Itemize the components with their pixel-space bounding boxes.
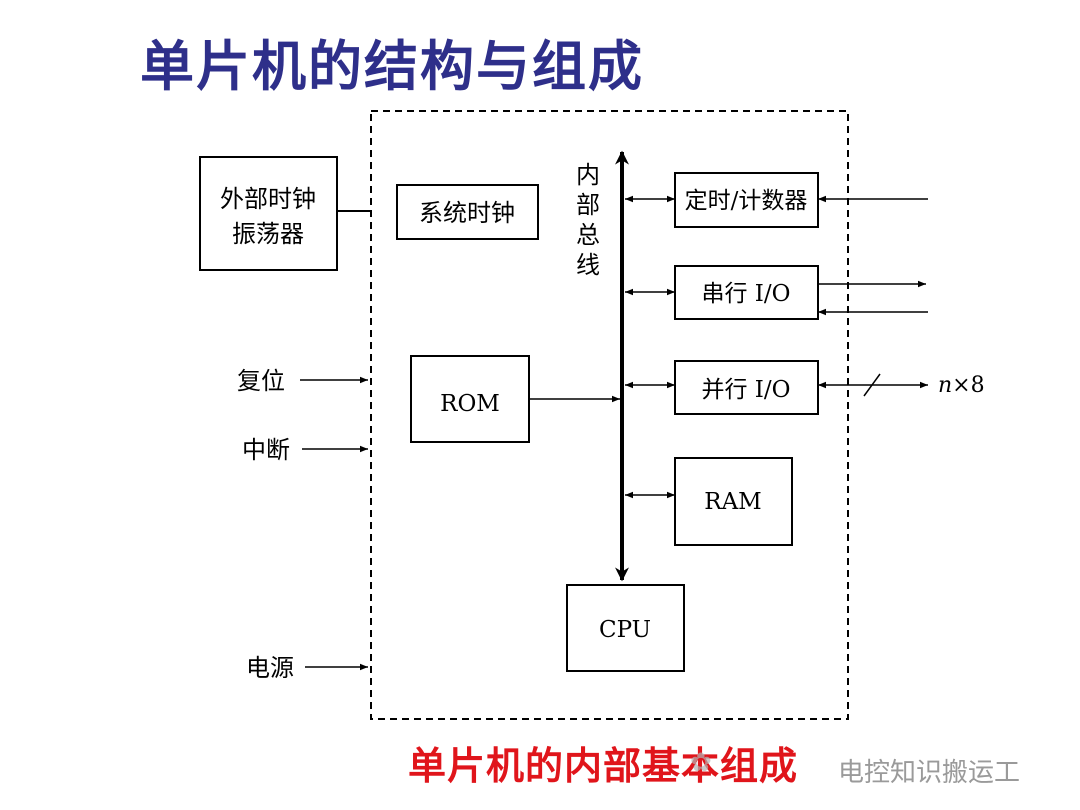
svg-text:系统时钟: 系统时钟 bbox=[419, 199, 515, 227]
wechat-icon: ✿ bbox=[690, 748, 712, 778]
cpu-block: CPU bbox=[566, 584, 685, 672]
system-clock-block: 系统时钟 bbox=[396, 184, 539, 240]
external-clock-label-2: 振荡器 bbox=[232, 220, 304, 248]
page-title: 单片机的结构与组成 bbox=[140, 35, 644, 98]
bus-label-char-4: 线 bbox=[576, 251, 600, 279]
bus-width-slash bbox=[863, 373, 881, 397]
diagram-caption: 单片机的内部基本组成 bbox=[408, 744, 799, 788]
svg-text:并行 I/O: 并行 I/O bbox=[701, 377, 790, 403]
parallel-io-block: 并行 I/O bbox=[674, 360, 819, 415]
chip-boundary bbox=[370, 110, 849, 720]
svg-text:CPU: CPU bbox=[599, 617, 651, 643]
timer-counter-block: 定时/计数器 bbox=[674, 172, 819, 228]
svg-text:ROM: ROM bbox=[440, 391, 500, 417]
interrupt-label: 中断 bbox=[242, 436, 290, 464]
watermark-text: 电控知识搬运工 bbox=[838, 758, 1021, 788]
reset-label: 复位 bbox=[237, 367, 285, 395]
bus-label-char-2: 部 bbox=[576, 191, 600, 219]
svg-text:RAM: RAM bbox=[704, 489, 761, 515]
bus-label-char-1: 内 bbox=[576, 161, 600, 189]
external-clock-label-1: 外部时钟 bbox=[220, 185, 316, 213]
bus-label-char-3: 总 bbox=[576, 221, 600, 249]
external-clock-oscillator: 外部时钟 振荡器 bbox=[199, 156, 338, 271]
svg-text:定时/计数器: 定时/计数器 bbox=[685, 188, 808, 214]
serial-io-block: 串行 I/O bbox=[674, 265, 819, 320]
ram-block: RAM bbox=[674, 457, 793, 546]
rom-block: ROM bbox=[410, 355, 530, 443]
power-label: 电源 bbox=[246, 654, 294, 682]
svg-text:串行 I/O: 串行 I/O bbox=[701, 281, 790, 307]
parallel-width-label: n×8 bbox=[938, 373, 985, 398]
